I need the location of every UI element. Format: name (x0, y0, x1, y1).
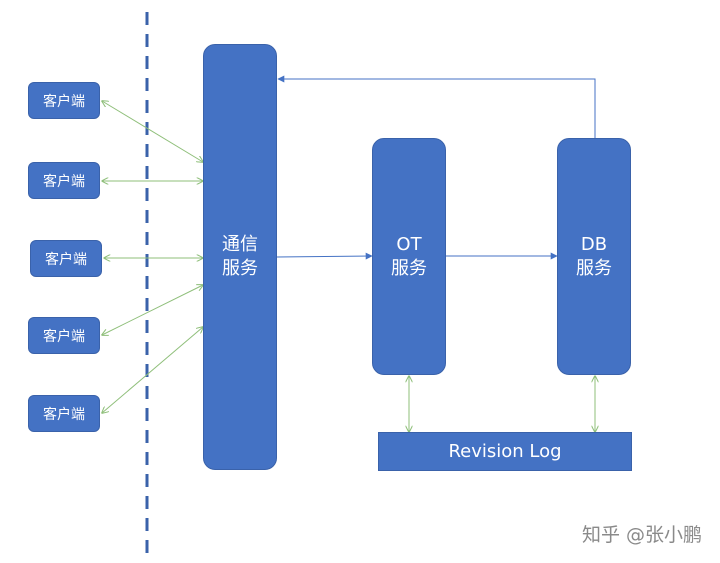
comm-service-node: 通信 服务 (203, 44, 277, 470)
watermark-text: 知乎 @张小鹏 (581, 524, 702, 546)
ot-service-label-line2: 服务 (391, 257, 427, 279)
db-service-label-line1: DB (580, 233, 608, 255)
client-label: 客户端 (43, 406, 85, 423)
db-service-node: DB 服务 (557, 138, 631, 375)
db-service-label-line2: 服务 (576, 257, 612, 279)
revision-log-label: Revision Log (448, 441, 562, 462)
client-label: 客户端 (43, 173, 85, 190)
client-1-link (102, 101, 203, 162)
client-5-link (102, 327, 203, 413)
ot-service-label-line1: OT (396, 233, 422, 255)
client-node-3: 客户端 (30, 240, 102, 277)
client-node-4: 客户端 (28, 317, 100, 354)
revision-log-node: Revision Log (378, 432, 632, 471)
client-label: 客户端 (43, 328, 85, 345)
client-node-1: 客户端 (28, 82, 100, 119)
comm-service-label-line1: 通信 (222, 234, 258, 255)
comm-to-ot-arrow (276, 252, 373, 260)
ot-service-node: OT 服务 (372, 138, 446, 375)
client-node-2: 客户端 (28, 162, 100, 199)
client-node-5: 客户端 (28, 395, 100, 432)
client-4-link (102, 285, 203, 335)
db-to-comm-feedback-arrow (277, 75, 596, 139)
client-label: 客户端 (45, 251, 87, 268)
comm-service-label-line2: 服务 (222, 258, 258, 279)
client-label: 客户端 (43, 93, 85, 110)
